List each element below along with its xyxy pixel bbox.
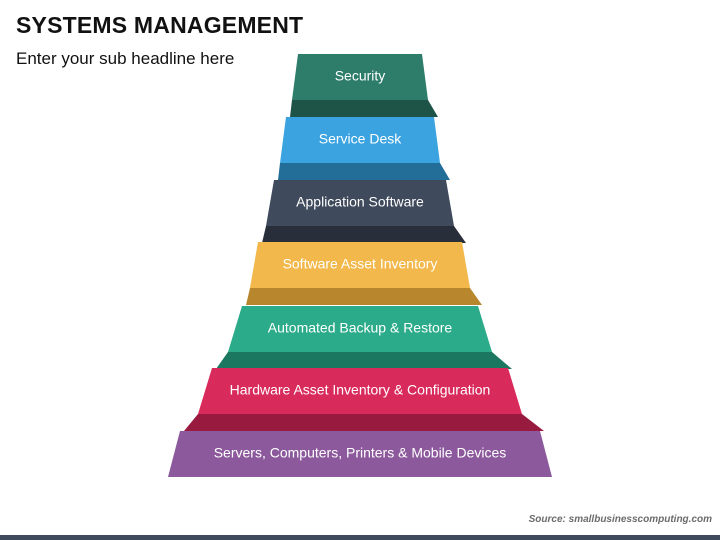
pyramid-tier-2: Service Desk <box>278 117 450 180</box>
page-subtitle: Enter your sub headline here <box>16 49 235 68</box>
pyramid-tier-5: Automated Backup & Restore <box>216 306 512 369</box>
pyramid-tier-label: Service Desk <box>319 131 402 147</box>
pyramid-tier-4: Software Asset Inventory <box>246 242 482 305</box>
page-title: SYSTEMS MANAGEMENT <box>16 12 304 38</box>
pyramid-tier-shadow <box>278 163 450 180</box>
pyramid-tier-face <box>168 431 552 477</box>
pyramid-tier-3: Application Software <box>262 180 466 243</box>
pyramid-tier-label: Servers, Computers, Printers & Mobile De… <box>214 445 507 461</box>
pyramid-tier-7: Servers, Computers, Printers & Mobile De… <box>168 431 552 477</box>
pyramid-tier-1: Security <box>290 54 438 117</box>
pyramid-tier-label: Security <box>335 68 386 84</box>
pyramid-tier-shadow <box>246 288 482 305</box>
pyramid-tier-label: Application Software <box>296 194 424 210</box>
pyramid-tier-label: Hardware Asset Inventory & Configuration <box>230 382 491 398</box>
pyramid-tier-shadow <box>290 100 438 117</box>
pyramid-tier-face <box>198 368 522 414</box>
bottom-bar <box>0 535 720 540</box>
pyramid-tier-label: Software Asset Inventory <box>283 256 438 272</box>
pyramid-tier-face <box>250 242 470 288</box>
pyramid-tier-shadow <box>184 414 544 431</box>
pyramid-tier-shadow <box>216 352 512 369</box>
pyramid-tier-face <box>280 117 440 163</box>
pyramid-tier-face <box>292 54 428 100</box>
pyramid-tier-label: Automated Backup & Restore <box>268 320 453 336</box>
source-citation: Source: smallbusinesscomputing.com <box>528 514 712 525</box>
pyramid-tier-6: Hardware Asset Inventory & Configuration <box>184 368 544 431</box>
pyramid-tier-face <box>266 180 454 226</box>
pyramid-tier-face <box>228 306 492 352</box>
pyramid-tier-shadow <box>262 226 466 243</box>
